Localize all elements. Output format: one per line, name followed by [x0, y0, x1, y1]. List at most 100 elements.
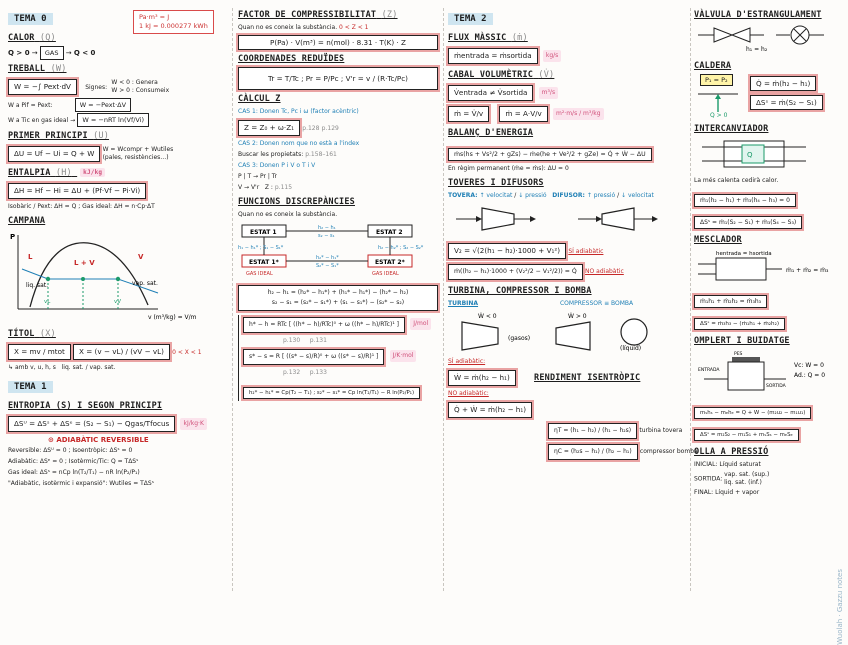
regim-line: En règim permanent (ṁe = ṁs): ΔU = 0	[448, 165, 569, 172]
campana-l-label: L	[28, 253, 33, 261]
discrepancy-box: h₂ − h₁ = (h₂* − h₁*) + (h₁* − h₁*) − (h…	[236, 283, 440, 313]
titol-formula-2: X = (v − vL) / (vV − vL)	[71, 342, 172, 362]
entropia-line-1: Reversible: ΔSᵁ = 0 ; Isoentròpic: ΔSˢ =…	[8, 447, 133, 454]
olla-sortida: SORTIDA: vap. sat. (sup.)liq. sat. (inf.…	[694, 471, 770, 486]
titol-row: X = mv / mtot X = (v − vL) / (vV − vL) 0…	[6, 342, 228, 362]
tovera-difusor-diagram	[456, 207, 658, 231]
balanc-formula: ṁs(hs + Vs²/2 + gZs) − ṁe(he + Ve²/2 + g…	[446, 146, 654, 163]
mid-h-star: h₂* − h₁*	[316, 255, 339, 261]
intercanviador-formula-1: ṁ₁(h₂ − h₁) + ṁ₃(h₄ − h₃) = 0	[692, 192, 798, 209]
cas3-b: V → V'r Z : p.115	[238, 184, 293, 191]
turbina-labels: TURBINA COMPRESSOR ≡ BOMBA	[448, 300, 634, 307]
calor-heading: CALOR (Q)	[8, 33, 56, 43]
primer-heading: PRIMER PRINCIPI (U)	[8, 131, 110, 141]
discrepancy-details: h* − h = RTc [ ((h* − h)/RTc)⁰ + ω ((h* …	[238, 315, 438, 401]
func-note: Quan no es coneix la substància.	[238, 211, 338, 218]
primer-note: W = Wcompr + Wutiles (pales, resistèncie…	[102, 146, 174, 161]
campana-lv-label: L + V	[74, 259, 95, 267]
titol-formula-1: X = mv / mtot	[6, 342, 73, 362]
valvula-heading: VÀLVULA D'ESTRANGULAMENT	[694, 10, 822, 20]
entropia-line-3: Gas ideal: ΔSˢ = nCp ln(T₂/T₁) − nR ln(P…	[8, 469, 140, 476]
calor-diagram: Q > 0 → GAS → Q < 0	[8, 46, 228, 60]
primer-formula: ΔU = Uf − Ui = Q + W	[5, 144, 103, 164]
omplert-formula-2: ΔSˢ = m₂S₂ − m₁S₁ + mₛSₛ − mₑSₑ	[692, 427, 801, 443]
pes-label: PES	[734, 351, 743, 357]
rendiment-heading: RENDIMENT ISENTRÒPIC	[534, 373, 641, 383]
intercanviador-q: Q	[747, 151, 753, 159]
estat1: ESTAT 1	[250, 229, 277, 236]
cas2-line: Buscar les propietats: p.158–161	[238, 151, 337, 158]
entalpia-row: ΔH = Hf − Hi = ΔU + (Pf·Vf − Pi·Vi)	[5, 181, 228, 201]
valvula-eq: h₁ = h₂	[746, 46, 768, 53]
z-note: Quan no es coneix la substància. 0 < Z <…	[238, 24, 369, 31]
coord-formula: Tr = T/Tc ; Pr = P/Pc ; V'r = v / (R·Tc/…	[236, 65, 440, 92]
column-divider	[690, 8, 691, 591]
tema0-title: TEMA 0	[8, 13, 53, 25]
units-note-1: Pa·m³ = J	[139, 13, 170, 21]
omplert-note-1: Vc: W = 0	[794, 362, 824, 369]
cabal-formula-3: ṁ = A·V/v	[497, 104, 550, 124]
tema1-title: TEMA 1	[8, 381, 53, 393]
cas1-formula: Z = Z₀ + ω·Z₁	[235, 118, 303, 138]
campana-v-label: V	[138, 253, 144, 261]
intercanviador-formula-2: ΔSˢ = ṁ₁(S₂ − S₁) + ṁ₃(S₄ − S₃)	[691, 214, 805, 231]
cas3-a: P | T → Pr | Tr	[238, 173, 278, 180]
units-note-2: 1 kJ = 0.000277 kWh	[139, 22, 208, 30]
estat1-star: ESTAT 1*	[249, 259, 280, 266]
signe-genera: W < 0 : Genera	[111, 79, 158, 86]
titol-range: 0 < X < 1	[172, 349, 202, 356]
flux-formula: ṁentrada = ṁsortida	[446, 46, 540, 66]
omplert-heading: OMPLERT I BUIDATGE	[694, 336, 790, 346]
mesclador-eq: ṁ₁ + ṁ₂ = ṁ₃	[786, 267, 829, 274]
sortida-label: SORTIDA	[766, 383, 787, 389]
titol-heading: TÍTOL (X)	[8, 329, 56, 339]
w-pos: Ẇ > 0	[568, 313, 587, 320]
entropia-formula: ΔSᵁ = ΔSˢ + ΔSᵉ = (S₂ − S₁) − Qgas/Tfocu…	[5, 414, 178, 434]
mid-s-star: S₂* − S₁*	[316, 263, 339, 269]
campana-vap-label: vap. sat.	[132, 280, 158, 287]
treball-tc-row: W a Tic en gas ideal → W = −nRT ln(Vf/Vi…	[8, 113, 228, 127]
gas-box: GAS	[39, 46, 64, 60]
toveres-labels: TOVERA: ↑ velocitat / ↓ pressió DIFUSOR:…	[448, 192, 654, 199]
mid-h: h₂ − h₁	[318, 225, 336, 231]
caldera-pressure: P₁ = P₂	[700, 74, 733, 86]
h-disc-formula: h* − h = RTc [ ((h* − h)/RTc)⁰ + ω ((h* …	[241, 315, 407, 335]
entalpia-formula: ΔH = Hf − Hi = ΔU + (Pf·Vf − Pi·Vi)	[5, 181, 149, 201]
mid-s: s₂ − s₁	[318, 233, 335, 239]
olla-final: FINAL: Líquid + vapor	[694, 489, 760, 496]
treball-tc-formula: W = −nRT ln(Vf/Vi)	[77, 113, 150, 127]
intercanviador-note: La més calenta cedirà calor.	[694, 177, 779, 184]
entropia-row: ΔSᵁ = ΔSˢ + ΔSᵉ = (S₂ − S₁) − Qgas/Tfocu…	[5, 414, 228, 434]
omplert-diagram: PES SORTIDA ENTRADA Vc: W = 0 Ad.: Q = 0	[698, 351, 825, 391]
si-adiab-label: SÍ adiabàtic:	[448, 358, 486, 365]
valvula-diagram: h₁ = h₂	[698, 25, 824, 53]
disc-s-formula: s₂ − s₁ = (s₂* − s₁*) + (s₁ − s₁*) − (s₂…	[271, 299, 405, 306]
column-divider	[443, 8, 444, 591]
signe-consumeix: W > 0 : Consumeix	[111, 87, 170, 94]
column-tema0: TEMA 0 Pa·m³ = J 1 kJ = 0.000277 kWh CAL…	[5, 6, 228, 593]
no-adiab-formula: ṁ((h₂ − h₁)·1000 + (V₂²/2 − V₁²/2)) = Q̇	[446, 262, 585, 282]
disc-h-formula: h₂ − h₁ = (h₂* − h₁*) + (h₁* − h₁*) − (h…	[267, 289, 409, 296]
omplert-note-2: Ad.: Q = 0	[794, 372, 825, 379]
rend-compressor: ηC = (h₂s − h₁) / (h₂ − h₁)	[546, 442, 640, 462]
estat2: ESTAT 2	[376, 229, 403, 236]
mesclador-heading: MESCLADOR	[694, 235, 742, 245]
column-z: FACTOR DE COMPRESSIBILITAT (Z) Quan no e…	[235, 6, 440, 593]
treball-pext-row: W a Pif = Pext: W = −Pext·ΔV	[8, 98, 228, 112]
units-note: Pa·m³ = J 1 kJ = 0.000277 kWh	[133, 10, 214, 34]
titol-notes: ↳ amb v, u, h, s liq. sat. / vap. sat.	[8, 364, 116, 371]
campana-liq-label: liq. sat.	[26, 282, 48, 289]
treball-row: W = −∫ Pext·dV Signes: W < 0 : Genera W …	[6, 77, 228, 97]
intercanviador-heading: INTERCANVIADOR	[694, 124, 769, 134]
campana-axis-label: v (m³/kg) = V/m	[148, 314, 197, 321]
cas1-row: Z = Z₀ + ω·Z₁ p.128 p.129	[235, 118, 438, 138]
omplert-formula-1: mₛhₛ − mₑhₑ = Q + W − (m₂u₂ − m₁u₁)	[691, 405, 814, 421]
mesclador-formula-1: ṁ₁h₁ + ṁ₂h₂ = ṁ₃h₃	[691, 293, 770, 310]
isobaric-line: Isobàric / Pext: ΔH = Q ; Gas ideal: ΔH …	[8, 203, 155, 210]
treball-heading: TREBALL (W)	[8, 64, 67, 74]
v2-formula: V₂ = √(2(h₁ − h₂)·1000 + V₁²)	[445, 241, 569, 261]
caldera-formula-1: Q̇ = ṁ(h₂ − h₁)	[747, 74, 819, 93]
tema2-title: TEMA 2	[448, 13, 493, 25]
si-adiab-formula: Ẇ = ṁ(h₂ − h₁)	[446, 368, 518, 388]
column-devices: VÀLVULA D'ESTRANGULAMENT h₁ = h₂ CALDERA…	[691, 6, 842, 593]
